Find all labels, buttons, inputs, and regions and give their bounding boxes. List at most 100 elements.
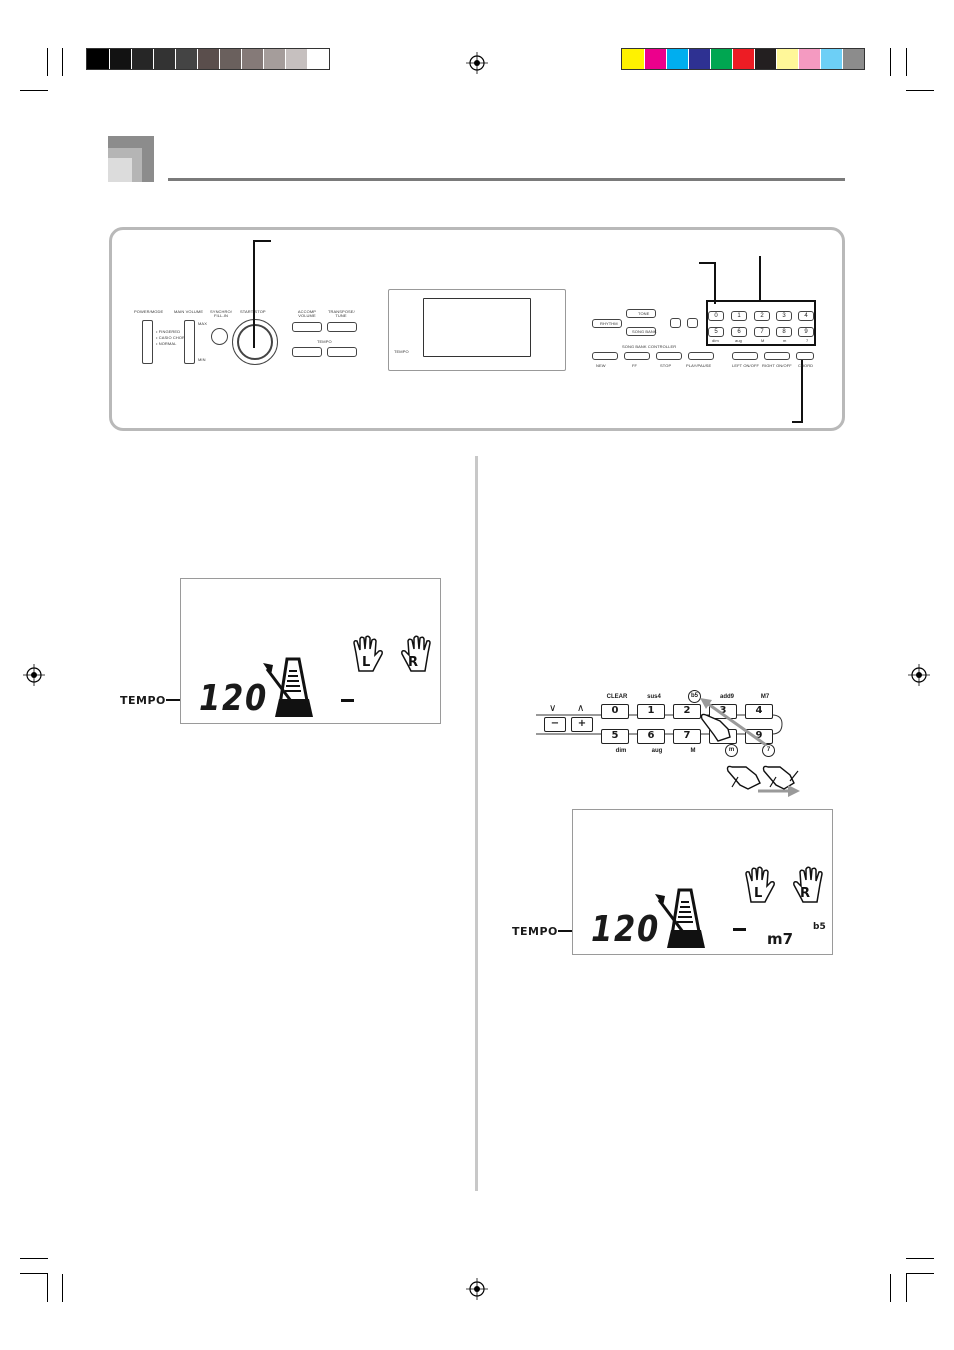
volume-min-label: MIN (198, 357, 206, 362)
controller-label: LEFT ON/OFF (732, 363, 760, 368)
chord-type-label: sus4 (647, 694, 661, 700)
plus-button[interactable] (687, 318, 698, 328)
calibration-swatch (754, 49, 776, 69)
keypad-key-4[interactable]: 4 (745, 704, 773, 719)
power-mode-switch[interactable] (142, 320, 153, 364)
tempo-up-arrow: ∧ (577, 703, 585, 714)
stop-button[interactable] (656, 352, 682, 360)
panel-key-8[interactable]: 8 (776, 327, 792, 337)
calibration-swatch (666, 49, 688, 69)
panel-key-5[interactable]: 5 (708, 327, 724, 337)
panel-key-2[interactable]: 2 (754, 311, 770, 321)
keypad-plus-button[interactable]: + (571, 717, 593, 732)
panel-key-0[interactable]: 0 (708, 311, 724, 321)
keypad-key-0[interactable]: 0 (601, 704, 629, 719)
panel-chord-label: dim (712, 338, 719, 343)
new-button[interactable] (592, 352, 618, 360)
lcd-segment-dash (733, 928, 746, 931)
accomp-volume-label: ACCOMP VOLUME (297, 309, 317, 318)
tempo-up-button[interactable] (327, 347, 357, 357)
accomp-volume-button[interactable] (292, 322, 322, 332)
start-stop-callout-line (253, 240, 271, 348)
panel-key-3[interactable]: 3 (776, 311, 792, 321)
chord-type-label: add9 (719, 694, 734, 700)
7-circle-marker: 7 (762, 744, 775, 757)
tempo-value: 120 (199, 678, 268, 719)
keypad-key-6[interactable]: 6 (637, 729, 665, 744)
display-screen (423, 298, 531, 357)
keypad-key-5[interactable]: 5 (601, 729, 629, 744)
calibration-swatch (263, 49, 285, 69)
keypad-key-7[interactable]: 7 (673, 729, 701, 744)
tempo-callout-label: TEMPO (120, 694, 166, 707)
synchro-fill-in-button[interactable] (211, 328, 228, 345)
song-bank-button[interactable] (626, 327, 656, 336)
tempo-callout-label: TEMPO (512, 925, 558, 938)
panel-chord-label: aug (735, 338, 742, 343)
display-tempo-label: TEMPO (394, 349, 409, 354)
svg-text:R: R (800, 886, 810, 901)
panel-key-1[interactable]: 1 (731, 311, 747, 321)
transpose-tune-label: TRANSPOSE/ TUNE (328, 309, 355, 318)
keypad-key-1[interactable]: 1 (637, 704, 665, 719)
power-mode-option: • NORMAL (156, 341, 177, 346)
right-on-off-button[interactable] (764, 352, 790, 360)
main-volume-slider[interactable] (184, 320, 195, 364)
calibration-swatch (219, 49, 241, 69)
svg-text:R: R (408, 655, 418, 670)
metronome-icon (655, 888, 705, 948)
chord-button[interactable] (796, 352, 814, 360)
keypad-key-9[interactable]: 9 (745, 729, 773, 744)
right-arrow-icon (758, 785, 800, 797)
calibration-swatch (285, 49, 307, 69)
calibration-swatch (798, 49, 820, 69)
panel-key-4[interactable]: 4 (798, 311, 814, 321)
minus-button[interactable] (670, 318, 681, 328)
calibration-swatch (241, 49, 263, 69)
panel-key-9[interactable]: 9 (798, 327, 814, 337)
calibration-swatch (732, 49, 754, 69)
panel-key-7[interactable]: 7 (754, 327, 770, 337)
volume-max-label: MAX (198, 321, 207, 326)
transpose-tune-button[interactable] (327, 322, 357, 332)
lcd-segment-dash (341, 699, 354, 702)
calibration-swatch (153, 49, 175, 69)
chord-modifier: b5 (813, 922, 826, 932)
rhythm-label: RHYTHM (600, 321, 618, 326)
song-bank-label: SONG BANK (632, 329, 657, 334)
calibration-swatch (710, 49, 732, 69)
power-mode-option: • CASIO CHORD (156, 335, 189, 340)
start-stop-label: START/STOP (240, 309, 266, 314)
tempo-down-button[interactable] (292, 347, 322, 357)
play-pause-button[interactable] (688, 352, 714, 360)
panel-key-6[interactable]: 6 (731, 327, 747, 337)
keypad-minus-button[interactable]: − (544, 717, 566, 732)
calibration-swatch (776, 49, 798, 69)
chord-type-label: M (690, 748, 696, 754)
finger-press-illustration (700, 698, 799, 790)
calibration-swatch (820, 49, 842, 69)
controller-label: CHORD (798, 363, 814, 368)
tone-label: TONE (638, 311, 650, 316)
keypad-key-2[interactable]: 2 (673, 704, 701, 719)
color-calibration-bar (621, 48, 865, 70)
tempo-value: 120 (591, 909, 660, 950)
synchro-fill-in-label: SYNCHRO/ FILL-IN (210, 309, 232, 318)
ff-button[interactable] (624, 352, 650, 360)
left-on-off-button[interactable] (732, 352, 758, 360)
tempo-callout-line (558, 930, 572, 932)
b5-circle-marker: b5 (688, 690, 701, 703)
rhythm-button[interactable] (592, 319, 622, 328)
controller-label: NEW (596, 363, 606, 368)
song-bank-controller-label: SONG BANK CONTROLLER (622, 344, 677, 349)
registration-mark-icon (466, 1278, 488, 1300)
panel-chord-label: M (761, 338, 765, 343)
tone-button[interactable] (626, 309, 656, 318)
chord-type-label: M7 (760, 694, 770, 700)
tempo-down-arrow: ∨ (549, 703, 557, 714)
column-divider (475, 456, 478, 1191)
calibration-swatch (622, 49, 644, 69)
power-mode-label: POWER/MODE (134, 309, 164, 314)
chord-type-label: dim (615, 748, 627, 754)
main-volume-label: MAIN VOLUME (174, 309, 204, 314)
